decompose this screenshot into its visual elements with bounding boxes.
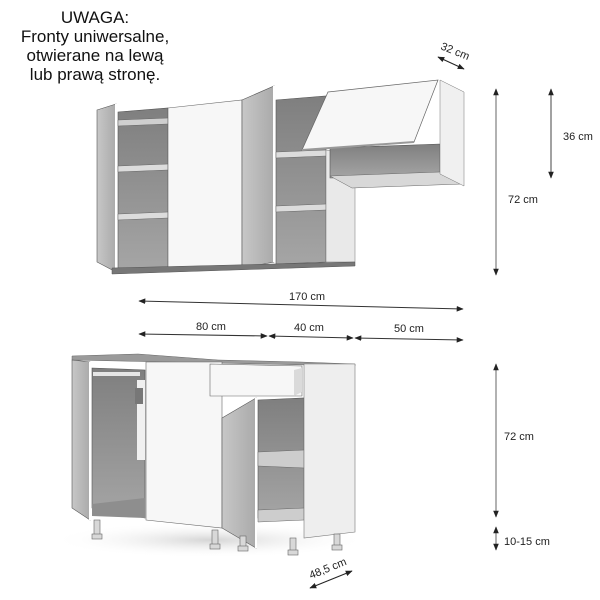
total-width-arrow	[138, 298, 464, 312]
width-40-arrow	[268, 333, 354, 341]
lower-depth-arrow	[309, 570, 353, 589]
legs-height-label: 10-15 cm	[504, 536, 550, 548]
total-width-label: 170 cm	[289, 291, 325, 303]
width-50-label: 50 cm	[394, 323, 424, 335]
note-line: lub prawą stronę.	[29, 65, 161, 84]
upper-depth-arrow	[437, 56, 465, 70]
width-50-arrow	[354, 335, 464, 343]
upper-cabinets	[96, 79, 465, 275]
lower-depth-label: 48,5 cm	[308, 556, 349, 582]
width-80-arrow	[138, 331, 268, 339]
width-40-label: 40 cm	[294, 322, 324, 334]
width-80-label: 80 cm	[196, 321, 226, 333]
upper-height-label: 72 cm	[508, 194, 538, 206]
note-title: UWAGA:	[60, 8, 130, 27]
note-line: Fronty uniwersalne,	[20, 27, 170, 46]
top-unit-height-label: 36 cm	[563, 131, 593, 143]
lower-cabinets	[50, 353, 370, 558]
lower-height-label: 72 cm	[504, 431, 534, 443]
note-line: otwierane na lewą	[26, 46, 164, 65]
warning-note: UWAGA: Fronty uniwersalne, otwierane na …	[0, 8, 190, 84]
